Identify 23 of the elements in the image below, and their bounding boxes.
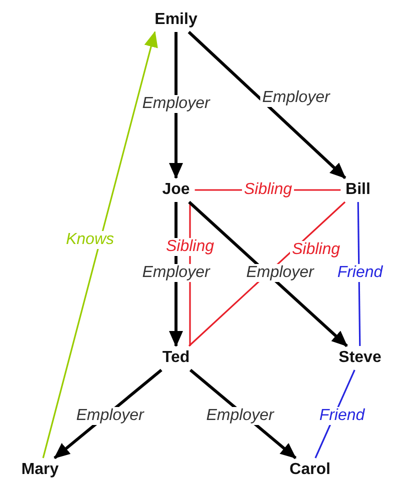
- edge-label: Employer: [204, 407, 276, 425]
- person-name: Joe: [159, 180, 193, 200]
- edge-label: Employer: [244, 264, 316, 282]
- person-name: Carol: [286, 460, 334, 480]
- edge-label: Employer: [74, 407, 146, 425]
- arrow: [188, 30, 346, 180]
- person-name: Mary: [18, 460, 62, 480]
- edge-label: Knows: [64, 231, 116, 249]
- arrow: [42, 31, 158, 458]
- edge-label: Sibling: [164, 238, 216, 256]
- edge-label: Employer: [140, 95, 212, 113]
- edge-label: Friend: [317, 407, 367, 425]
- arrow: [169, 32, 183, 179]
- edge-label: Friend: [335, 264, 385, 282]
- person-name: Steve: [336, 348, 384, 368]
- person-name: Bill: [342, 180, 374, 200]
- person-name: Ted: [159, 348, 193, 368]
- edge-label: Employer: [140, 264, 212, 282]
- edge-label: Sibling: [242, 181, 294, 199]
- person-name: Emily: [152, 10, 200, 30]
- connector-line: [357, 202, 361, 346]
- edge-label: Employer: [260, 89, 332, 107]
- edge-label: Sibling: [290, 241, 342, 259]
